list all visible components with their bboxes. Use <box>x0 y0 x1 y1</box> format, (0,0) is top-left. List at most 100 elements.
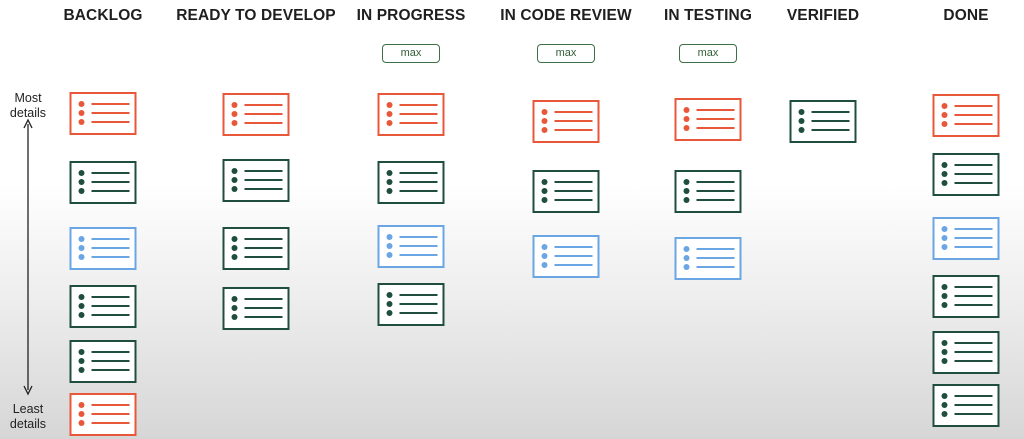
text-line <box>811 111 850 113</box>
list-card-icon[interactable] <box>932 94 1000 137</box>
list-card-icon[interactable] <box>377 161 445 204</box>
list-card-icon[interactable] <box>532 100 600 143</box>
bullet-dot <box>78 411 85 417</box>
bullet-dot <box>941 349 948 355</box>
list-card-icon[interactable] <box>932 384 1000 427</box>
list-card-icon[interactable] <box>932 275 1000 318</box>
card-line <box>78 170 130 176</box>
list-card-icon[interactable] <box>222 287 290 330</box>
bullet-dot <box>683 197 690 203</box>
text-line <box>91 172 130 174</box>
card-line <box>386 188 438 194</box>
text-line <box>244 256 283 258</box>
card-line <box>941 284 993 290</box>
card-line <box>941 340 993 346</box>
bullet-dot <box>231 111 238 117</box>
card-line <box>231 186 283 192</box>
text-line <box>91 404 130 406</box>
text-line <box>91 103 130 105</box>
card-line <box>541 262 593 268</box>
text-line <box>954 413 993 415</box>
bullet-dot <box>78 367 85 373</box>
card-line <box>541 188 593 194</box>
text-line <box>399 181 438 183</box>
card-line <box>386 310 438 316</box>
bullet-dot <box>541 253 548 259</box>
bullet-dot <box>386 252 393 258</box>
list-card-icon[interactable] <box>789 100 857 143</box>
list-card-icon[interactable] <box>932 331 1000 374</box>
list-card-icon[interactable] <box>222 227 290 270</box>
text-line <box>399 172 438 174</box>
bullet-dot <box>941 112 948 118</box>
card-line <box>683 264 735 270</box>
text-line <box>91 256 130 258</box>
list-card-icon[interactable] <box>69 92 137 135</box>
list-card-icon[interactable] <box>69 393 137 436</box>
bullet-dot <box>78 119 85 125</box>
card-line <box>941 162 993 168</box>
card-line <box>78 303 130 309</box>
list-card-icon[interactable] <box>377 93 445 136</box>
text-line <box>91 112 130 114</box>
bullet-dot <box>78 179 85 185</box>
card-line <box>941 358 993 364</box>
bullet-dot <box>386 234 393 240</box>
bullet-dot <box>941 171 948 177</box>
column-header: VERIFIED <box>786 7 860 24</box>
text-line <box>954 351 993 353</box>
bullet-dot <box>231 168 238 174</box>
card-line <box>683 197 735 203</box>
card-line <box>78 119 130 125</box>
card-line <box>541 109 593 115</box>
text-line <box>696 127 735 129</box>
list-card-icon[interactable] <box>222 93 290 136</box>
card-line <box>386 292 438 298</box>
list-card-icon[interactable] <box>932 153 1000 196</box>
list-card-icon[interactable] <box>932 217 1000 260</box>
text-line <box>954 304 993 306</box>
list-card-icon[interactable] <box>377 283 445 326</box>
card-line <box>78 349 130 355</box>
card-line <box>683 246 735 252</box>
list-card-icon[interactable] <box>674 237 742 280</box>
text-line <box>91 305 130 307</box>
card-line <box>386 301 438 307</box>
bullet-dot <box>386 102 393 108</box>
bullet-dot <box>231 296 238 302</box>
card-line <box>386 234 438 240</box>
text-line <box>244 170 283 172</box>
text-line <box>811 129 850 131</box>
text-line <box>954 342 993 344</box>
bullet-dot <box>941 103 948 109</box>
list-card-icon[interactable] <box>674 170 742 213</box>
card-line <box>78 254 130 260</box>
text-line <box>954 295 993 297</box>
list-card-icon[interactable] <box>69 227 137 270</box>
list-card-icon[interactable] <box>222 159 290 202</box>
list-card-icon[interactable] <box>674 98 742 141</box>
text-line <box>399 236 438 238</box>
text-line <box>554 111 593 113</box>
card-line <box>941 171 993 177</box>
bullet-dot <box>798 127 805 133</box>
bullet-dot <box>386 301 393 307</box>
text-line <box>399 294 438 296</box>
text-line <box>554 264 593 266</box>
text-line <box>91 360 130 362</box>
card-line <box>231 120 283 126</box>
list-card-icon[interactable] <box>69 340 137 383</box>
bullet-dot <box>798 118 805 124</box>
column-header: IN PROGRESS <box>356 7 466 24</box>
list-card-icon[interactable] <box>532 235 600 278</box>
bullet-dot <box>231 314 238 320</box>
list-card-icon[interactable] <box>69 161 137 204</box>
text-line <box>696 190 735 192</box>
list-card-icon[interactable] <box>69 285 137 328</box>
list-card-icon[interactable] <box>377 225 445 268</box>
most-details-label: Most details <box>9 91 47 120</box>
bullet-dot <box>683 264 690 270</box>
bullet-dot <box>683 179 690 185</box>
list-card-icon[interactable] <box>532 170 600 213</box>
bullet-dot <box>941 393 948 399</box>
